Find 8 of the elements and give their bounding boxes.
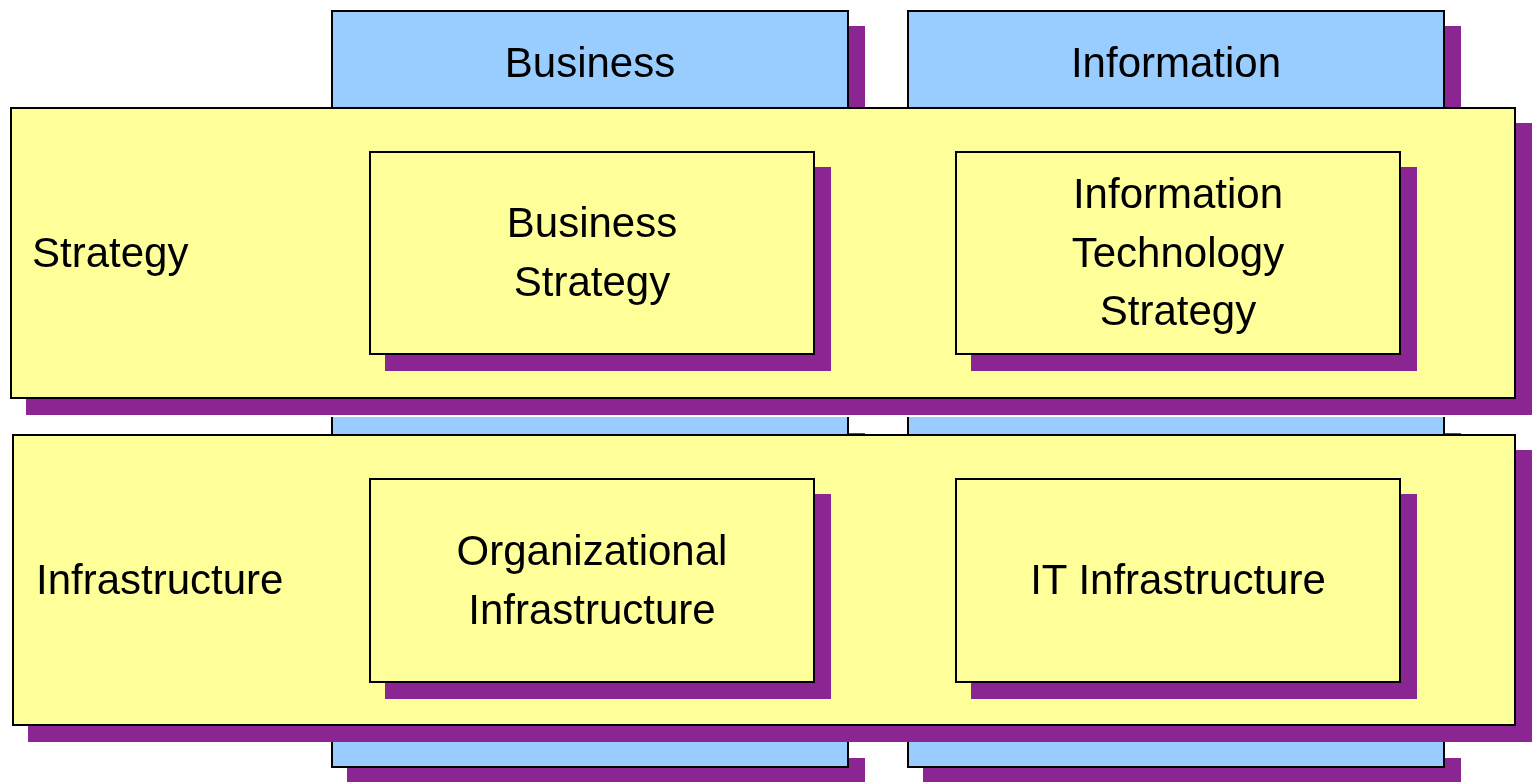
box-label: Information Technology Strategy bbox=[1070, 168, 1286, 337]
column-heading: Business bbox=[503, 38, 677, 88]
box-label: Organizational Infrastructure bbox=[455, 525, 729, 635]
row-label: Strategy bbox=[32, 227, 189, 278]
row-label: Infrastructure bbox=[36, 554, 284, 605]
box-label: Business Strategy bbox=[505, 198, 679, 307]
box-label: IT Infrastructure bbox=[1029, 555, 1327, 606]
column-heading: Information bbox=[1069, 38, 1283, 88]
